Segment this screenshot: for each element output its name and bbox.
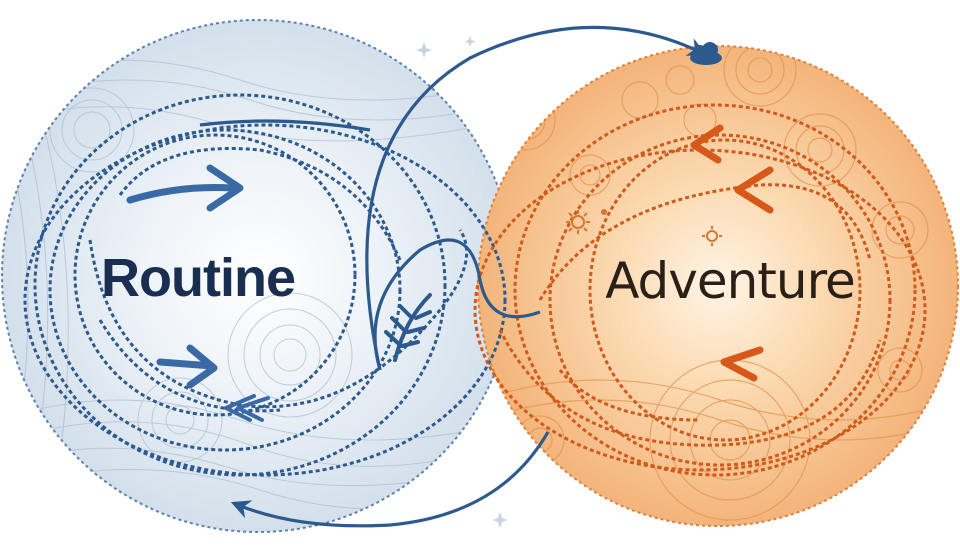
adventure-label: Adventure [605,252,855,310]
routine-contour-texture [2,59,514,510]
arrow-right-icon [206,164,244,212]
arrow-right-icon [156,358,216,370]
arrow-left-icon [236,396,270,422]
sun-icon [566,209,722,246]
top-bridge-arrow [365,25,707,371]
arrow-left-icon [690,124,724,164]
adventure-arrows [690,124,774,382]
leaf-icon [384,293,432,362]
arrow-right-icon [186,344,218,389]
routine-label: Routine [101,248,295,308]
sparkle-icon [416,36,508,528]
routine-loops [23,93,507,477]
routine-arrows [126,164,270,422]
arrow-left-icon [734,166,774,214]
cloud-icon [690,42,722,65]
figure-eight-link [373,238,541,371]
crossover-flows [199,25,707,528]
arrow-left-icon [720,346,764,382]
bottom-return-arrow [230,431,550,528]
adventure-circle [477,45,959,527]
arrow-right-icon [126,184,236,204]
arrow-left-icon [224,394,256,422]
